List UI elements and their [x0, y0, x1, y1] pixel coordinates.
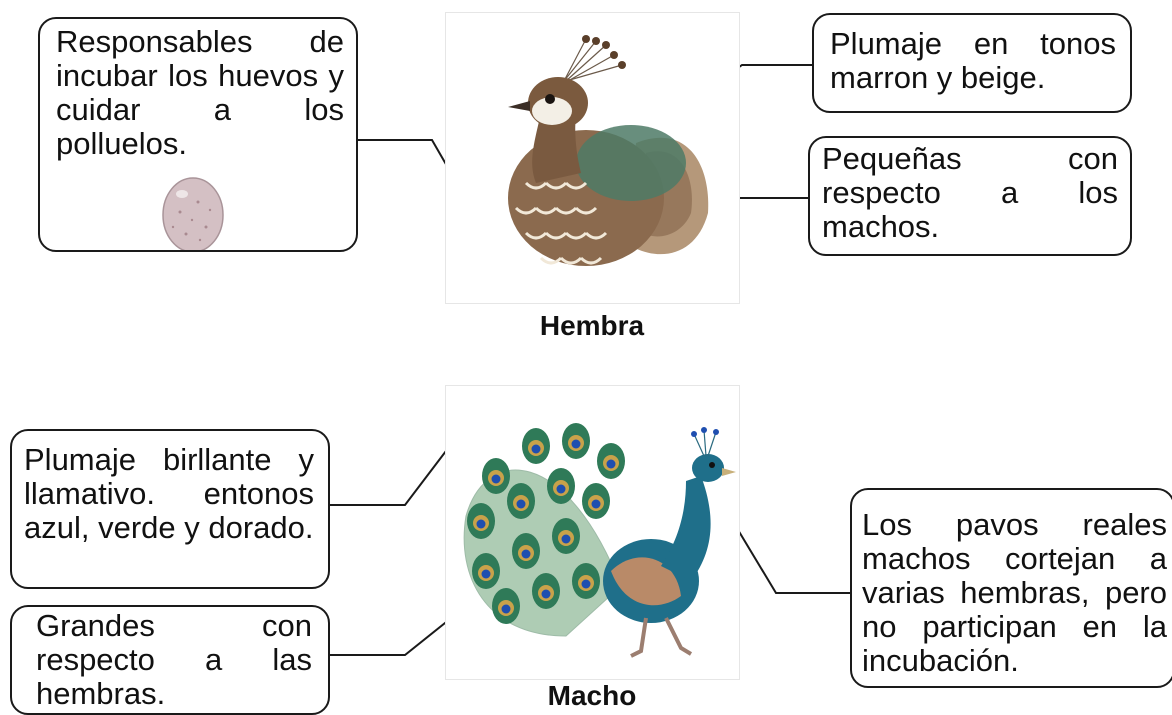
female-caption: Hembra — [539, 310, 645, 341]
peacock-icon — [463, 423, 736, 658]
peacock-image — [445, 385, 740, 680]
male-courtship-text: Los pavos reales machos cortejan a varia… — [862, 507, 1167, 678]
male-size-note: Grandes con respecto a las hembras. — [10, 605, 330, 715]
female-plumage-text: Plumaje en tonos marron y beige. — [830, 26, 1116, 95]
male-size-text: Grandes con respecto a las hembras. — [36, 608, 312, 711]
female-size-text: Pequeñas con respecto a los machos. — [822, 141, 1118, 244]
female-plumage-note: Plumaje en tonos marron y beige. — [812, 13, 1132, 113]
male-caption: Macho — [547, 680, 637, 711]
egg-icon — [162, 177, 224, 250]
female-size-note: Pequeñas con respecto a los machos. — [808, 136, 1132, 256]
peahen-image — [445, 12, 740, 304]
peahen-icon — [508, 35, 709, 266]
female-incubation-text: Responsables de incubar los huevos y cui… — [56, 24, 344, 161]
male-plumage-note: Plumaje birllante y llamativo. entonos a… — [10, 429, 330, 589]
male-plumage-text: Plumaje birllante y llamativo. entonos a… — [24, 442, 314, 545]
male-courtship-note: Los pavos reales machos cortejan a varia… — [850, 488, 1172, 688]
female-incubation-note: Responsables de incubar los huevos y cui… — [38, 17, 358, 252]
